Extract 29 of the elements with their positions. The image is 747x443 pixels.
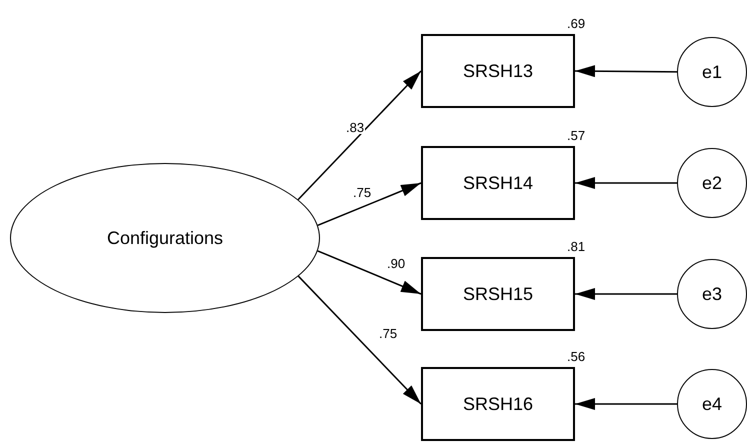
arrow	[575, 288, 677, 300]
edge-label: .90	[386, 257, 406, 270]
variable-name: SRSH16	[462, 392, 534, 416]
arrow	[317, 250, 422, 295]
r-squared-value: .69	[567, 17, 586, 30]
arrow	[575, 398, 677, 410]
edge-label: .83	[345, 121, 366, 134]
observed-variable-box	[421, 257, 575, 331]
r-squared-value: .81	[567, 240, 586, 253]
observed-variable-box	[421, 34, 575, 108]
variable-name: SRSH14	[462, 172, 534, 194]
observed-variable-box	[421, 367, 575, 441]
variable-name: e3	[702, 282, 722, 306]
variable-name: Configurations	[106, 226, 224, 250]
r-squared-value: .56	[567, 350, 586, 363]
variable-name: e1	[702, 60, 722, 84]
observed-variable-box	[421, 146, 575, 220]
variable-name: SRSH15	[462, 282, 534, 306]
edge-label: .75	[378, 327, 398, 340]
variable-name: SRSH13	[462, 60, 534, 82]
variable-name: e4	[702, 392, 722, 416]
variable-name: e2	[702, 172, 722, 194]
arrow	[318, 182, 422, 226]
arrow	[575, 177, 677, 189]
arrow	[298, 70, 422, 200]
arrow	[575, 65, 677, 78]
r-squared-value: .57	[567, 129, 586, 142]
arrow	[298, 276, 422, 405]
edge-label: .75	[352, 186, 372, 199]
